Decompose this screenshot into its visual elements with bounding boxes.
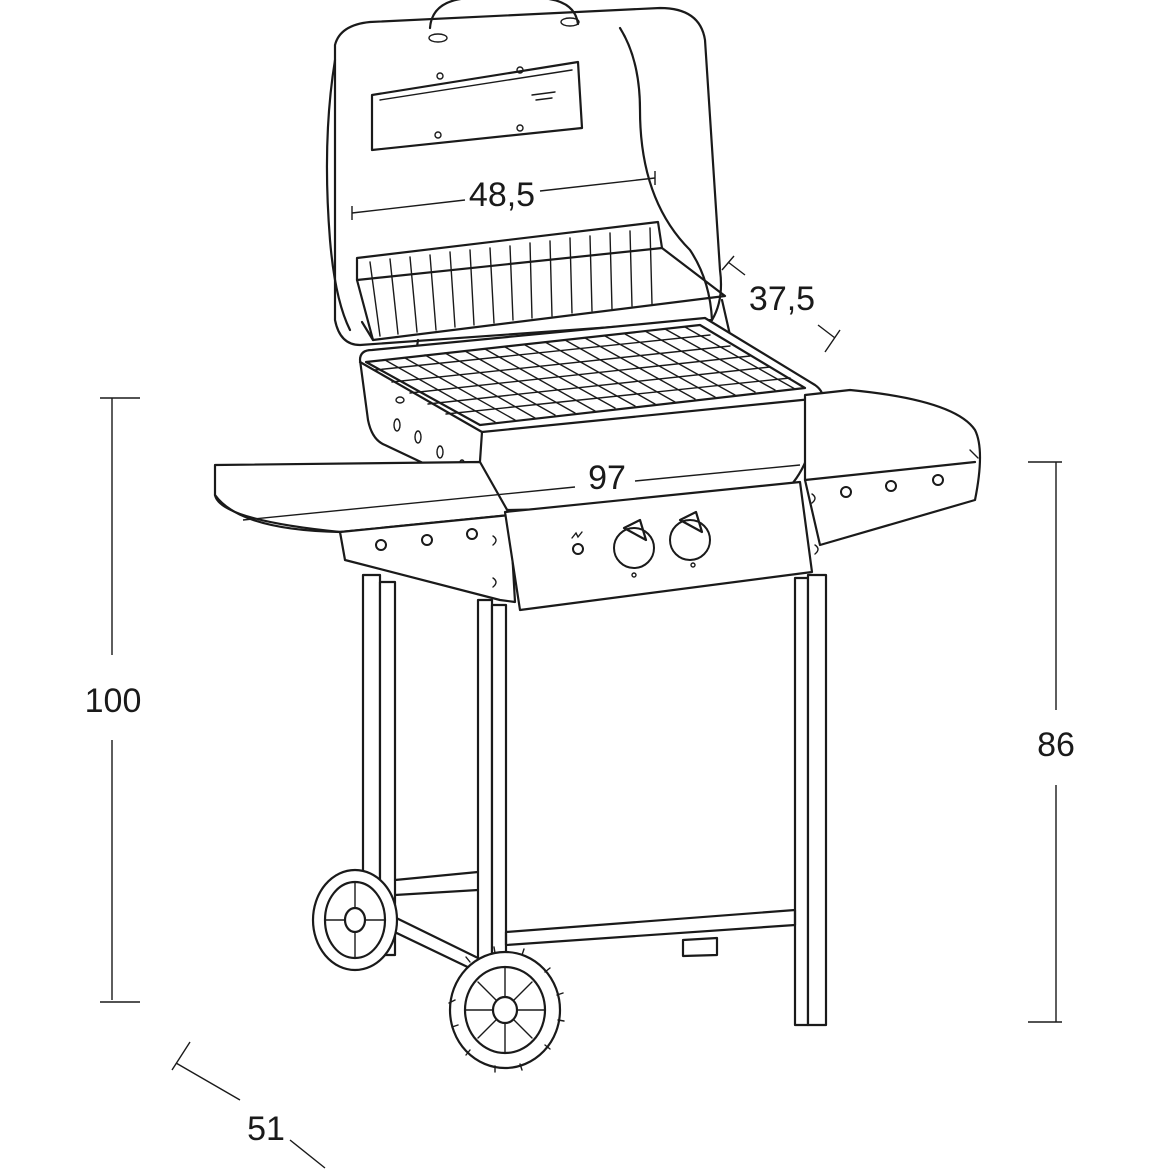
burner-knob-left[interactable]	[613, 518, 655, 578]
label-work-height: 86	[1037, 726, 1075, 764]
dimension-line-grill-width	[351, 171, 656, 220]
label-grill-width: 48,5	[469, 176, 535, 214]
wheel-rear	[311, 868, 399, 972]
label-total-width: 97	[588, 459, 626, 497]
grill-lid	[325, 0, 723, 347]
wheel-front	[448, 946, 565, 1073]
label-total-height: 100	[85, 682, 142, 720]
dimension-line-work-height	[1028, 461, 1062, 1023]
control-panel	[503, 480, 814, 612]
burner-knob-right[interactable]	[669, 510, 711, 568]
label-grill-depth: 37,5	[749, 280, 815, 318]
warming-rack	[355, 220, 740, 394]
cart-frame	[361, 573, 828, 1027]
dimension-line-total-depth	[171, 1041, 326, 1169]
dimension-line-grill-depth	[721, 255, 841, 353]
dimension-line-total-width	[242, 464, 801, 521]
label-total-depth: 51	[247, 1110, 285, 1148]
dimension-line-total-height	[100, 397, 140, 1003]
right-side-shelf	[803, 388, 982, 555]
left-side-shelf	[213, 460, 517, 604]
